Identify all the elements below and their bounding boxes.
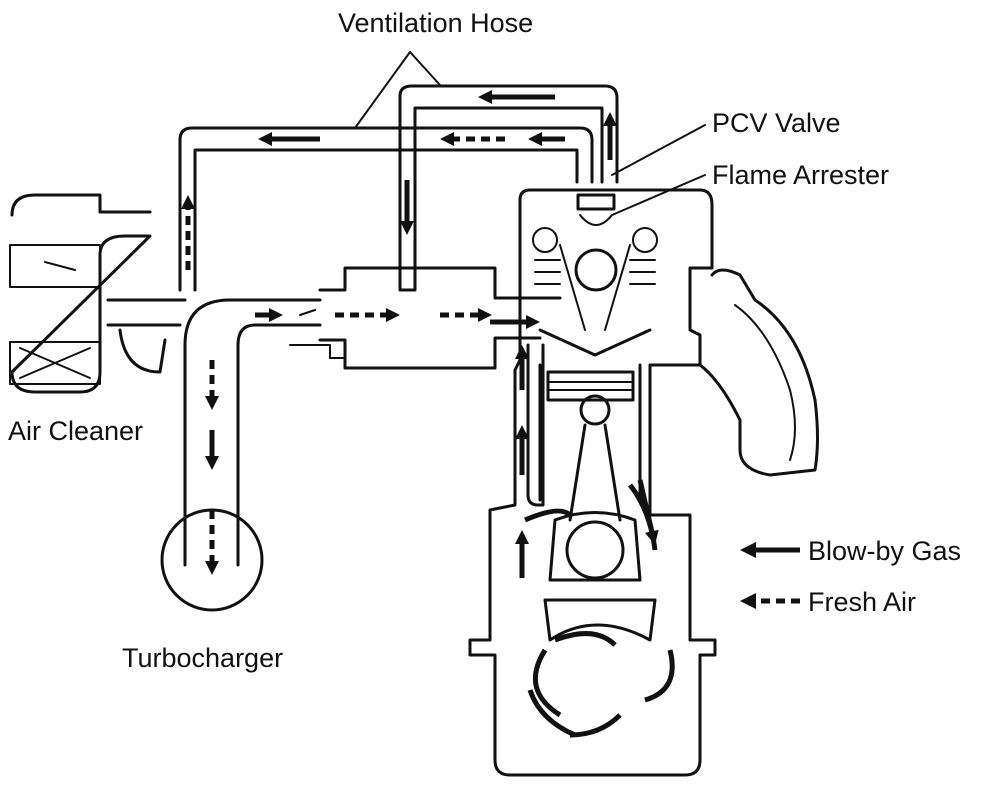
label-air-cleaner: Air Cleaner [8, 416, 144, 446]
fresh-air-arrow [440, 132, 505, 146]
fresh-air-arrow [205, 510, 219, 575]
ventilation-hose [178, 84, 619, 292]
flow-arrows [181, 90, 675, 738]
fresh-air-arrow [335, 308, 400, 322]
blow-by-arrow [603, 112, 617, 160]
blow-by-swirl-arrow [524, 508, 572, 523]
label-ventilation-hose: Ventilation Hose [338, 8, 534, 38]
blow-by-swirl-arrow [554, 631, 617, 647]
blow-by-swirl-arrow [628, 483, 658, 551]
blow-by-swirl-arrow [527, 689, 576, 738]
legend-blow-by-label: Blow-by Gas [808, 536, 962, 566]
blow-by-arrow [515, 425, 529, 475]
blow-by-arrow [490, 315, 540, 329]
label-leaders [354, 51, 706, 216]
blow-by-arrow [400, 180, 414, 235]
blow-by-arrow [515, 345, 529, 390]
label-flame-arrester: Flame Arrester [712, 160, 890, 190]
air-cleaner [9, 193, 167, 394]
blow-by-arrow [205, 430, 219, 470]
legend-fresh-air-label: Fresh Air [808, 587, 917, 617]
label-pcv-valve: PCV Valve [712, 108, 841, 138]
exhaust-manifold [698, 268, 819, 477]
blow-by-arrow [258, 132, 320, 146]
engine-block [468, 188, 717, 777]
blow-by-arrow [528, 132, 565, 146]
blow-by-arrow [255, 308, 283, 322]
blow-by-arrow [478, 90, 555, 104]
label-turbocharger: Turbocharger [122, 643, 284, 673]
blow-by-swirl-arrow [532, 648, 562, 718]
blow-by-swirl-arrow [644, 649, 675, 703]
legend [740, 542, 800, 609]
fresh-air-arrow [440, 308, 492, 322]
intake-chamber [289, 260, 562, 370]
fresh-air-arrow [205, 360, 219, 410]
fresh-air-arrow [181, 195, 195, 270]
legend-blow-by-arrow [740, 542, 800, 558]
legend-fresh-air-arrow [740, 593, 800, 609]
blow-by-arrow [515, 530, 529, 578]
blow-by-swirl-arrow [569, 713, 622, 738]
